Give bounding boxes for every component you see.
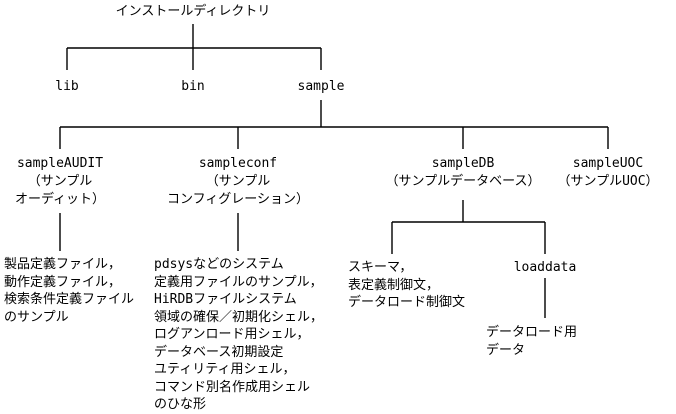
sample-directory: sample	[297, 79, 345, 94]
schema-contents-line: 表定義制御文，	[348, 277, 440, 293]
sample-db-directory: sampleDB	[431, 156, 495, 171]
audit-contents-line: 検索条件定義ファイル	[4, 292, 135, 307]
loaddata-contents-line: データロード用	[486, 325, 578, 340]
sample-conf-directory: sampleconf	[198, 156, 278, 171]
conf-contents-line: のひな形	[154, 397, 207, 412]
audit-contents-line: 動作定義ファイル，	[4, 274, 122, 290]
conf-contents-line: ログアンロード用シェル，	[154, 327, 310, 342]
lib-directory: lib	[55, 79, 79, 94]
loaddata-contents-line: データ	[486, 342, 526, 358]
loaddata-directory: loaddata	[513, 260, 577, 275]
schema-contents-line: スキーマ，	[348, 260, 413, 275]
conf-contents-line: 定義用ファイルのサンプル，	[154, 274, 323, 290]
root-directory: インストールディレクトリ	[115, 4, 271, 19]
sample-audit-desc-line1: （サンプル	[27, 174, 93, 189]
conf-contents-line: ユティリティ用シェル，	[154, 362, 296, 377]
conf-contents-line: pdsysなどのシステム	[154, 257, 284, 272]
bin-directory: bin	[181, 79, 205, 94]
conf-contents-line: データベース初期設定	[154, 344, 284, 360]
audit-contents: 製品定義ファイル， 動作定義ファイル， 検索条件定義ファイル のサンプル	[4, 256, 134, 326]
conf-contents-line: 領域の確保／初期化シェル，	[154, 309, 324, 325]
sample-conf-desc-line2: コンフィグレーション）	[166, 192, 310, 207]
sample-audit-directory: sampleAUDIT	[16, 156, 104, 171]
schema-contents-line: データロード制御文	[348, 295, 466, 310]
sample-uoc-desc: （サンプルUOC）	[557, 174, 659, 189]
loaddata-contents: データロード用 データ	[486, 324, 577, 359]
conf-contents-line: コマンド別名作成用シェル	[154, 379, 311, 395]
sample-db-desc: （サンプルデータベース）	[385, 174, 541, 189]
sample-uoc-directory: sampleUOC	[572, 156, 644, 171]
conf-contents-line: HiRDBファイルシステム	[154, 292, 297, 307]
sample-conf-desc-line1: （サンプル	[205, 174, 271, 189]
conf-contents: pdsysなどのシステム 定義用ファイルのサンプル， HiRDBファイルシステム…	[154, 256, 323, 414]
sample-audit-desc-line2: オーディット）	[14, 192, 106, 207]
schema-contents: スキーマ， 表定義制御文， データロード制御文	[348, 259, 465, 312]
audit-contents-line: のサンプル	[4, 309, 69, 325]
audit-contents-line: 製品定義ファイル，	[4, 257, 122, 272]
